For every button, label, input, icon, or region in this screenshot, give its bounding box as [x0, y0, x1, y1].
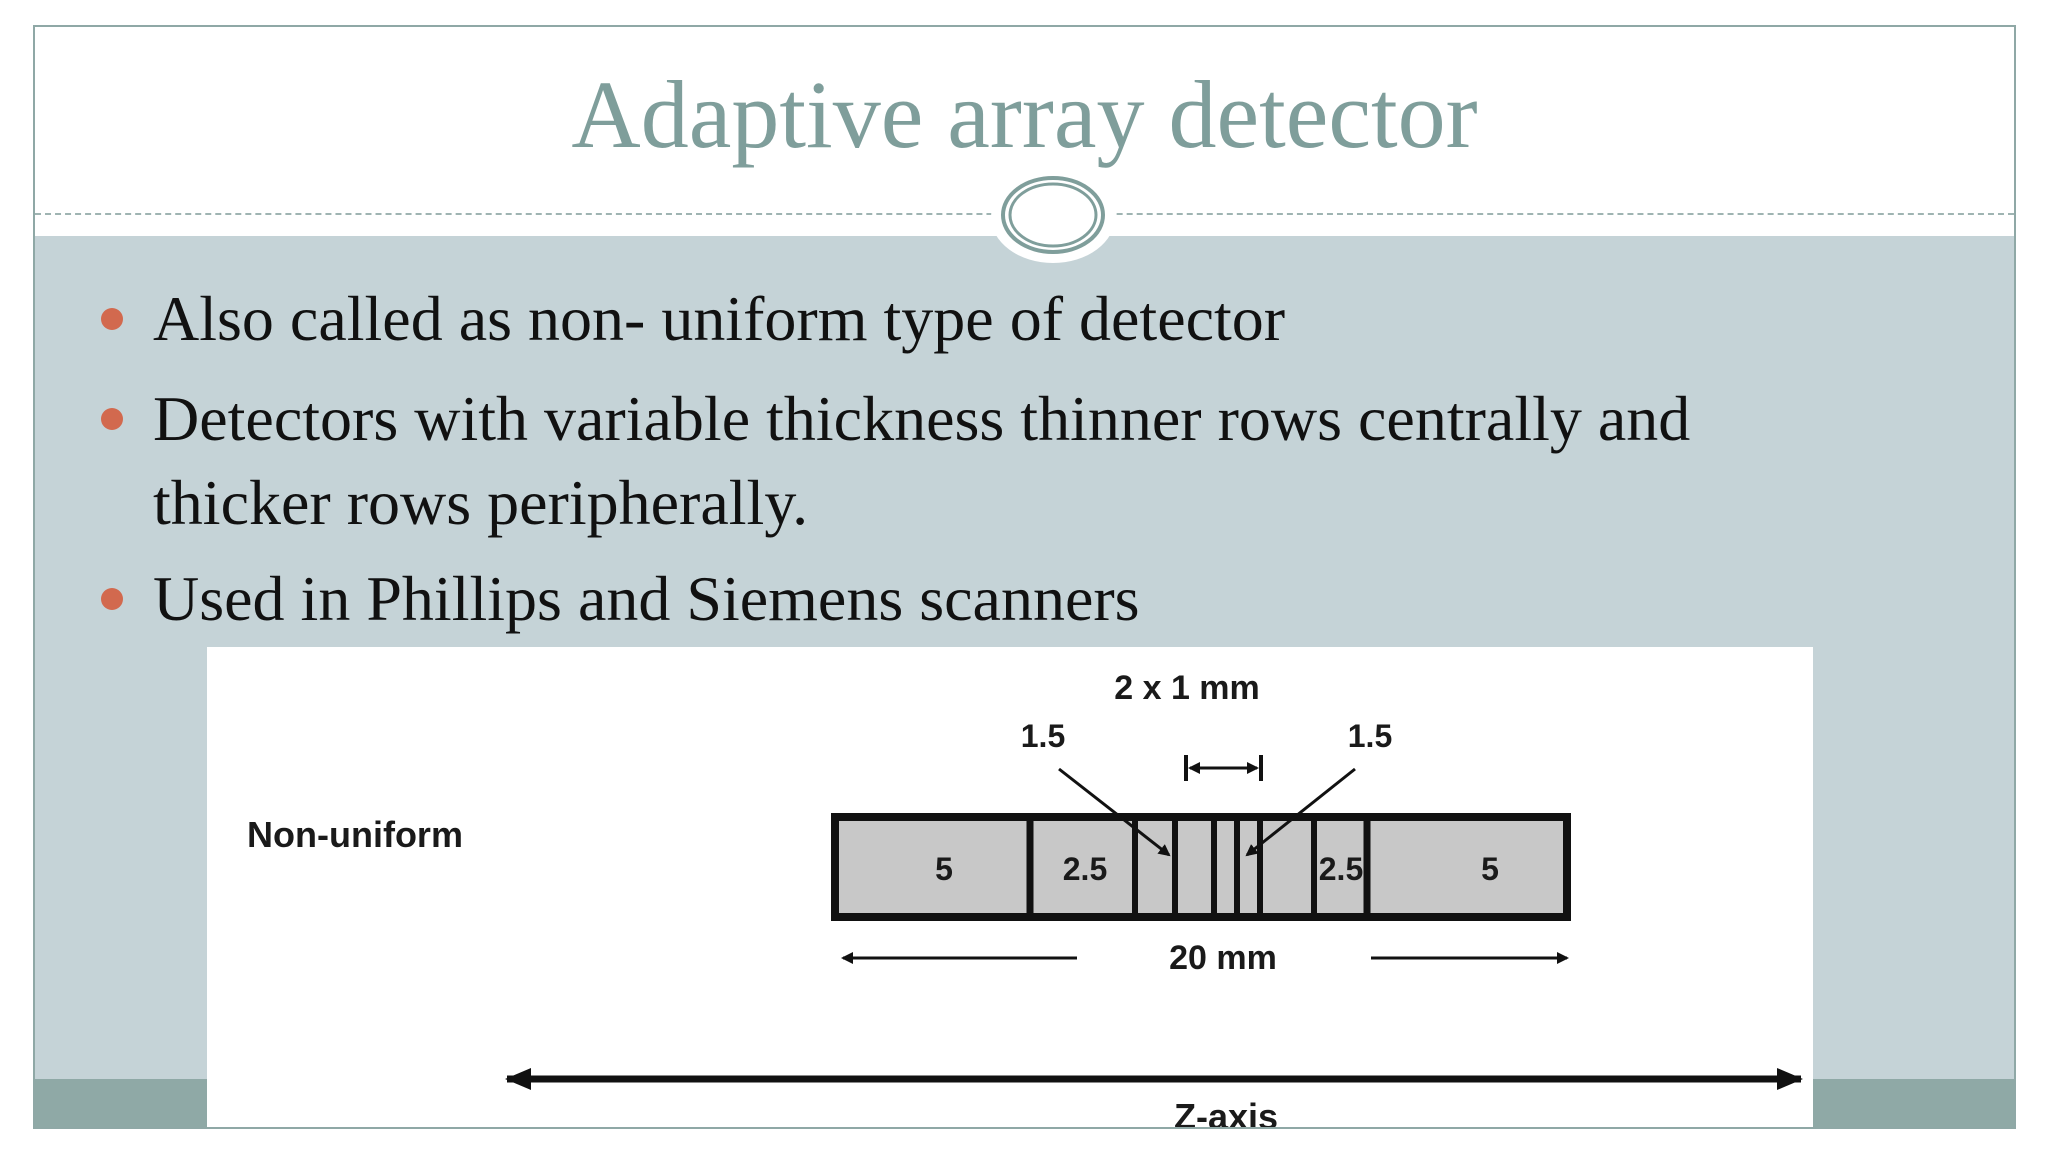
detector-diagram: Non-uniform 2 x 1 mm 1.5 1.5 — [207, 647, 1813, 1129]
bullet-text: Used in Phillips and Siemens scanners — [153, 563, 1140, 634]
title-ornament — [991, 171, 1115, 263]
bullet-text: Detectors with variable thickness thinne… — [153, 383, 1691, 454]
z-axis-label: Z-axis — [1174, 1096, 1278, 1129]
cell-label: 5 — [1481, 851, 1499, 887]
page-title: Adaptive array detector — [571, 61, 1478, 168]
cell-label: 2.5 — [1063, 851, 1107, 887]
detector-diagram-svg: Non-uniform 2 x 1 mm 1.5 1.5 — [247, 669, 1803, 1129]
right-pointer-arrow — [1245, 767, 1356, 857]
bullet-item: Also called as non- uniform type of dete… — [101, 277, 1913, 361]
bullet-list: Also called as non- uniform type of dete… — [35, 27, 2014, 1127]
slide: Adaptive array detector Also called as n… — [33, 25, 2016, 1129]
cell-label: 5 — [935, 851, 953, 887]
bullet-text: Also called as non- uniform type of dete… — [153, 283, 1286, 354]
total-width-label: 20 mm — [1169, 939, 1277, 977]
bullet-dot-icon — [101, 308, 123, 330]
cell-label: 2.5 — [1319, 851, 1363, 887]
left-small-label: 1.5 — [1021, 718, 1065, 754]
detector-array — [831, 813, 1571, 921]
bullet-continuation: thicker rows peripherally. — [153, 461, 1913, 545]
right-small-label: 1.5 — [1348, 718, 1392, 754]
central-row-dimension — [1184, 755, 1263, 781]
bullet-text: thicker rows peripherally. — [153, 467, 809, 538]
bullet-dot-icon — [101, 408, 123, 430]
left-pointer-arrow — [1058, 767, 1171, 857]
bullet-item: Used in Phillips and Siemens scanners — [101, 557, 1913, 641]
bullet-dot-icon — [101, 588, 123, 610]
row-label: Non-uniform — [247, 814, 463, 855]
bullet-item: Detectors with variable thickness thinne… — [101, 377, 1913, 461]
top-width-label: 2 x 1 mm — [1114, 669, 1260, 707]
